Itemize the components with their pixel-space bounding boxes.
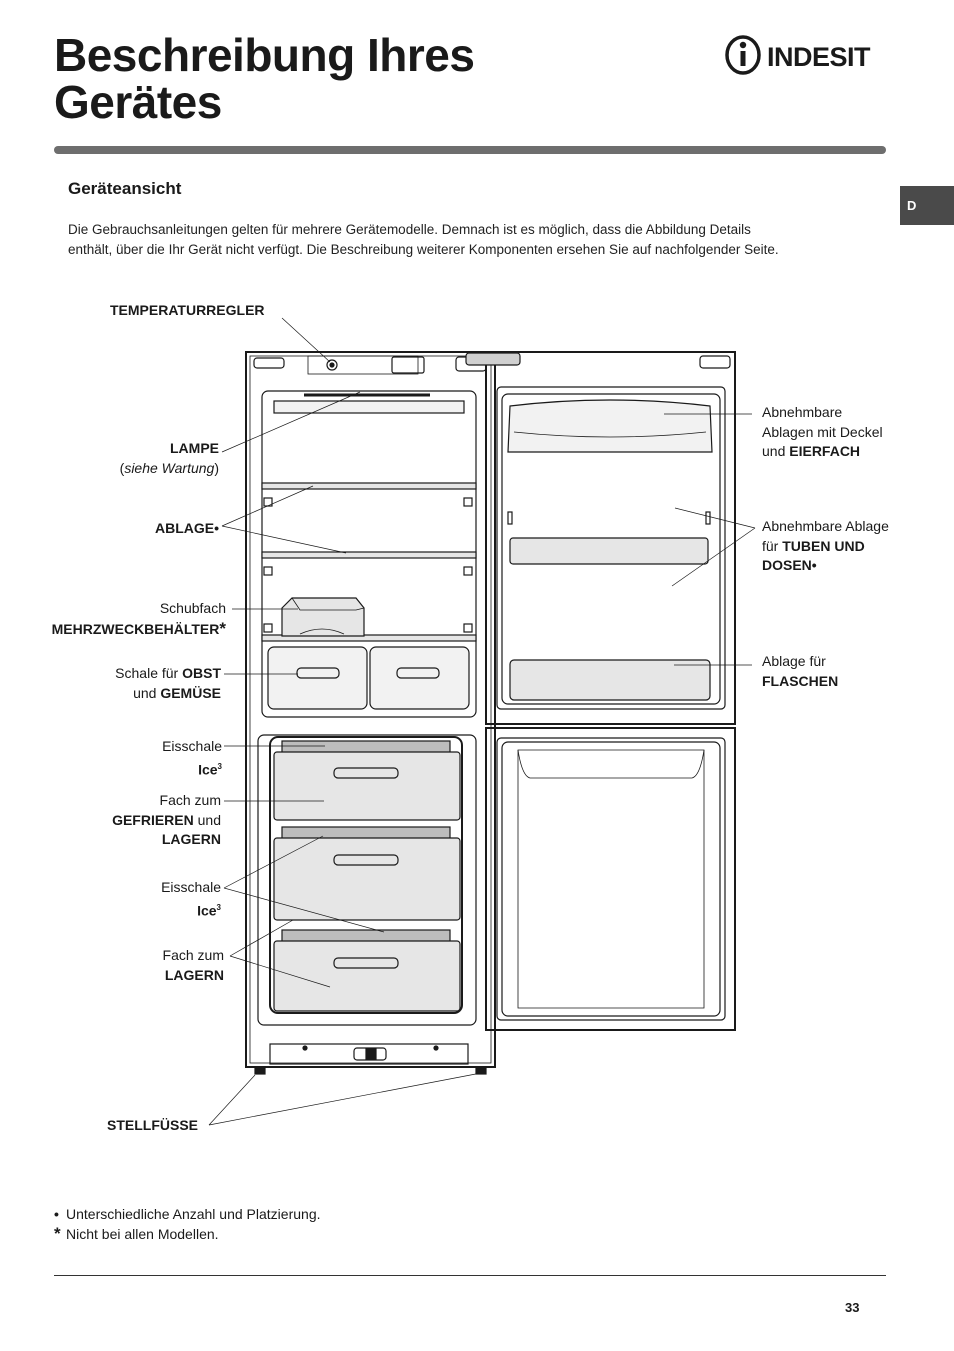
fridge-drawing xyxy=(208,317,756,1126)
lampe-note-close: ) xyxy=(214,459,219,476)
ice-2-text: Ice xyxy=(197,902,217,919)
lagern-2-text: LAGERN xyxy=(164,966,224,983)
label-ablage: ABLAGE• xyxy=(154,520,219,536)
footnote-star: * Nicht bei allen Modellen. xyxy=(54,1224,321,1244)
intro-line-1: Die Gebrauchsanleitungen gelten für mehr… xyxy=(68,222,751,237)
section-heading: Geräteansicht xyxy=(68,179,182,198)
dosen-text: DOSEN• xyxy=(762,557,817,573)
label-abnehmbare-ablage-tuben: Abnehmbare Ablage für TUBEN UND DOSEN• xyxy=(762,517,889,576)
page-title-line-1: Beschreibung Ihres xyxy=(54,29,475,81)
eisschale-1-text: Eisschale xyxy=(162,738,222,754)
flaschen-text: FLASCHEN xyxy=(762,672,839,689)
ice-2-sup: 3 xyxy=(216,902,221,912)
page-number: 33 xyxy=(845,1300,860,1315)
mehrzweck-star: * xyxy=(219,618,226,638)
language-tab: D xyxy=(900,186,954,225)
label-eisschale-1: Eisschale Ice3 xyxy=(162,737,222,780)
page-title: Beschreibung Ihres Gerätes xyxy=(54,29,475,128)
abnehmbare-1-line-1: Abnehmbare xyxy=(762,404,843,420)
abnehmbare-1-line-2: Ablagen mit Deckel xyxy=(762,423,883,440)
lampe-note: siehe Wartung xyxy=(124,459,215,476)
ice-1-text: Ice xyxy=(198,761,218,778)
fach-gefrieren-prefix: Fach zum xyxy=(159,792,221,808)
label-lampe: LAMPE (siehe Wartung) xyxy=(120,439,219,478)
abnehmbare-2-fuer: für xyxy=(762,537,783,554)
page-title-line-2: Gerätes xyxy=(54,76,222,128)
gefrieren-text: GEFRIEREN xyxy=(112,811,194,828)
label-fach-gefrieren: Fach zum GEFRIEREN und LAGERN xyxy=(112,791,221,850)
label-schubfach: Schubfach MEHRZWECKBEHÄLTER* xyxy=(52,599,226,639)
footnotes: • Unterschiedliche Anzahl und Platzierung… xyxy=(54,1204,321,1244)
lampe-note-open: ( xyxy=(119,459,125,476)
tuben-text: TUBEN UND xyxy=(782,537,865,554)
label-temperaturregler: TEMPERATURREGLER xyxy=(110,302,265,318)
title-divider xyxy=(54,146,886,154)
abnehmbare-2-line-1: Abnehmbare Ablage xyxy=(762,518,889,534)
intro-line-2: enthält, über die Ihr Gerät nicht verfüg… xyxy=(68,241,779,257)
abnehmbare-1-und: und xyxy=(762,443,790,459)
fach-lagern-prefix: Fach zum xyxy=(162,947,224,963)
label-stellfuesse: STELLFÜSSE xyxy=(107,1117,199,1133)
und-text: und xyxy=(193,811,221,828)
ice-1-sup: 3 xyxy=(217,761,222,771)
bullet-mark: • xyxy=(54,1206,59,1222)
intro-paragraph: Die Gebrauchsanleitungen gelten für mehr… xyxy=(68,220,868,259)
indesit-logo: INDESIT xyxy=(725,35,872,75)
label-ablage-flaschen: Ablage für FLASCHEN xyxy=(762,652,838,691)
brand-wordmark: INDESIT xyxy=(767,42,871,72)
schale-gemuese: GEMÜSE xyxy=(160,684,221,701)
label-abnehmbare-ablagen: Abnehmbare Ablagen mit Deckel und EIERFA… xyxy=(762,403,883,462)
star-mark: * xyxy=(54,1224,61,1243)
footnote-bullet: • Unterschiedliche Anzahl und Platzierung… xyxy=(54,1204,321,1224)
eisschale-2-text: Eisschale xyxy=(161,879,221,895)
label-schale: Schale für OBST und GEMÜSE xyxy=(115,664,221,703)
flaschen-line-1: Ablage für xyxy=(762,653,826,669)
footer-divider xyxy=(54,1275,886,1276)
mehrzweck-text: MEHRZWECKBEHÄLTER xyxy=(51,620,220,637)
schale-prefix: Schale für xyxy=(115,665,183,681)
lagern-1-text: LAGERN xyxy=(161,831,221,847)
star-text: Nicht bei allen Modellen. xyxy=(66,1226,219,1242)
eierfach-text: EIERFACH xyxy=(789,443,861,459)
appliance-figure: TEMPERATURREGLER LAMPE (siehe Wartung) A… xyxy=(0,290,954,1150)
schubfach-text: Schubfach xyxy=(159,600,226,616)
schale-obst: OBST xyxy=(182,665,221,681)
label-fach-lagern: Fach zum LAGERN xyxy=(163,946,224,985)
lampe-text: LAMPE xyxy=(170,440,219,456)
schale-und: und xyxy=(133,684,161,701)
label-eisschale-2: Eisschale Ice3 xyxy=(161,878,221,921)
bullet-text: Unterschiedliche Anzahl und Platzierung. xyxy=(66,1206,321,1222)
